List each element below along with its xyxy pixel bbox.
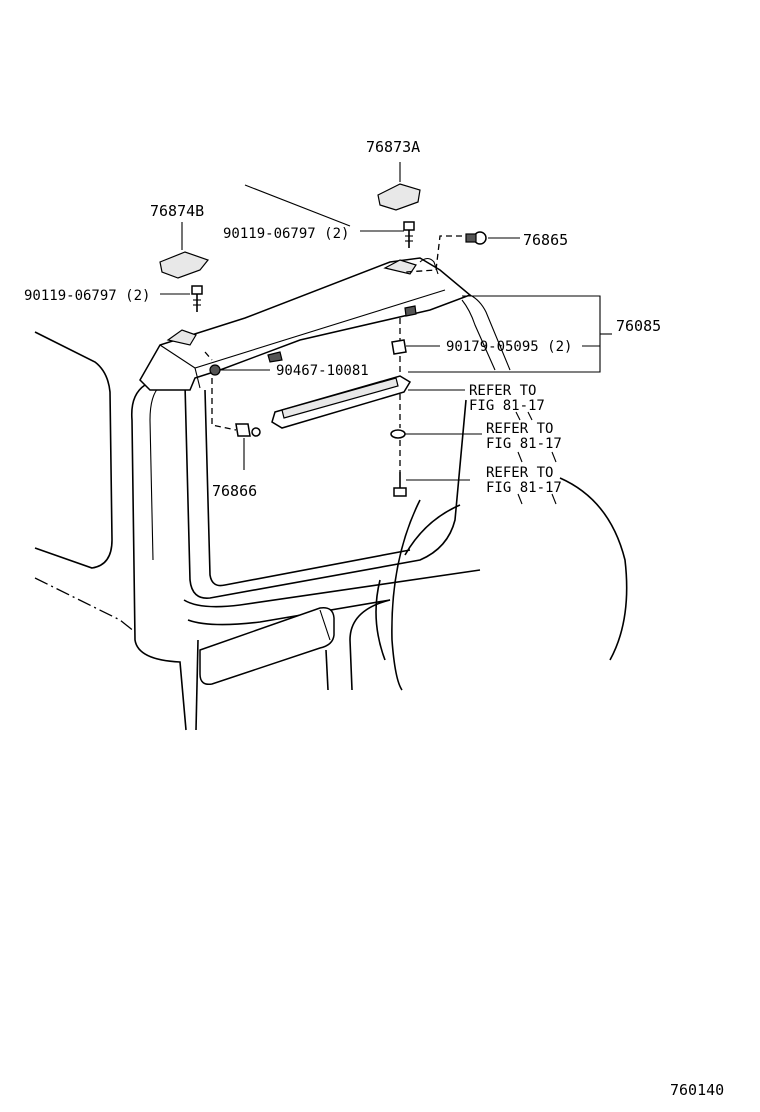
label-refer2-line1: REFER TO [486, 421, 553, 437]
part-76874B [159, 251, 209, 279]
vehicle-body [34, 331, 628, 731]
screw-90119-left [191, 285, 203, 312]
label-refer2-line2: FIG 81-17 [486, 436, 562, 452]
screw-90119-upper [403, 221, 415, 248]
label-refer1-line2: FIG 81-17 [469, 398, 545, 414]
label-refer3-line1: REFER TO [486, 465, 553, 481]
label-90179: 90179-05095 (2) [446, 339, 572, 355]
label-90467: 90467-10081 [276, 363, 369, 379]
label-refer3-line2: FIG 81-17 [486, 480, 562, 496]
label-76866: 76866 [212, 482, 257, 500]
washer [390, 429, 482, 439]
clip-76866 [235, 423, 261, 470]
label-76085: 76085 [616, 317, 661, 335]
label-76874B: 76874B [150, 202, 204, 220]
part-76873A [377, 183, 421, 211]
label-refer1-line1: REFER TO [469, 383, 536, 399]
stop-lamp [271, 375, 465, 429]
grommet-76865 [465, 231, 520, 245]
nut-90179 [391, 339, 440, 355]
figure-number: 760140 [670, 1081, 724, 1099]
label-90119-left: 90119-06797 (2) [24, 288, 150, 304]
bolt [393, 472, 470, 497]
clip-90467 [209, 364, 270, 376]
label-76865: 76865 [523, 231, 568, 249]
label-76873A: 76873A [366, 138, 420, 156]
label-90119-upper: 90119-06797 (2) [223, 226, 349, 242]
